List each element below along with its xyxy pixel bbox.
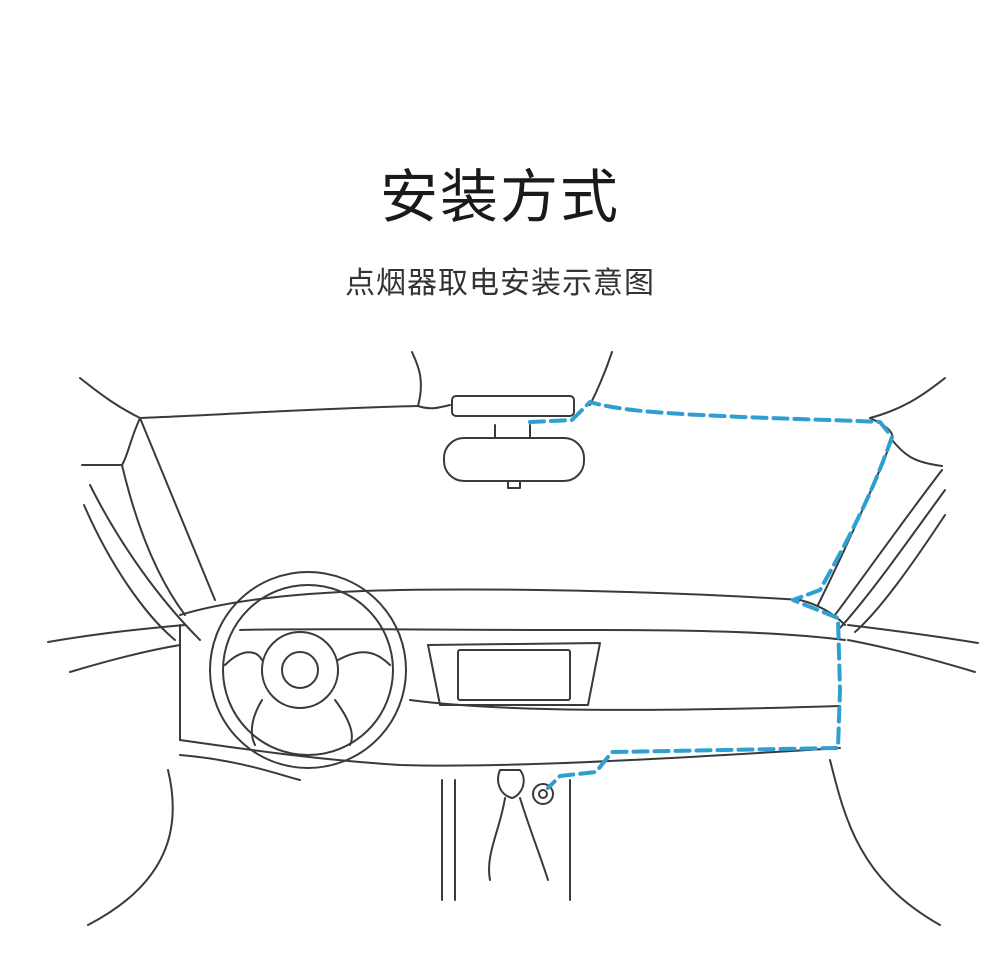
steering-wheel bbox=[209, 571, 407, 769]
gear-lever bbox=[488, 769, 549, 881]
center-display bbox=[427, 642, 601, 706]
windshield-frame bbox=[411, 351, 613, 410]
dash-cam bbox=[451, 395, 575, 417]
center-console bbox=[441, 779, 571, 901]
left-a-pillar bbox=[47, 377, 419, 673]
rearview-mirror bbox=[443, 424, 585, 489]
power-cable-route bbox=[528, 400, 894, 790]
page-title: 安装方式 bbox=[379, 163, 620, 231]
diagram-subtitle: 点烟器取电安装示意图 bbox=[345, 266, 655, 301]
cigarette-lighter-socket bbox=[532, 783, 554, 805]
right-a-pillar bbox=[817, 377, 979, 673]
dashboard bbox=[87, 588, 941, 926]
